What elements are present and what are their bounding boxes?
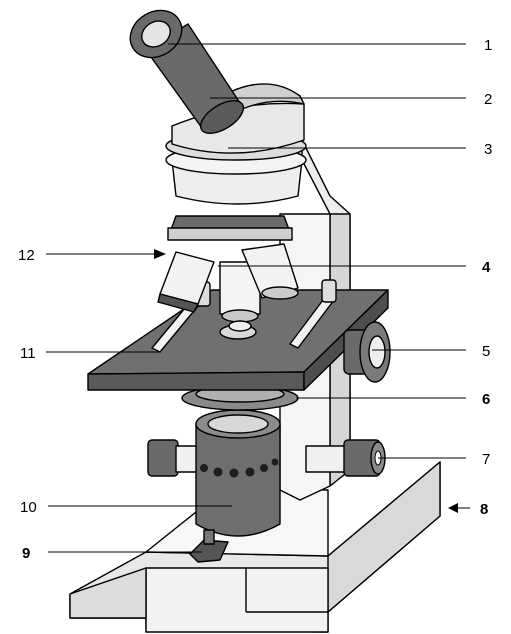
label-3: 3 xyxy=(484,141,492,158)
focus-knob-right xyxy=(305,439,386,477)
label-7: 7 xyxy=(482,451,490,468)
stage-knob xyxy=(343,321,391,383)
head xyxy=(165,83,307,205)
label-12: 12 xyxy=(18,247,35,264)
label-1: 1 xyxy=(484,37,492,54)
label-9: 9 xyxy=(22,545,30,562)
lever xyxy=(189,529,229,563)
label-8: 8 xyxy=(480,501,488,518)
base xyxy=(69,461,441,633)
label-5: 5 xyxy=(482,343,490,360)
arrow-12 xyxy=(46,249,166,259)
leader-lines xyxy=(46,43,466,553)
label-4: 4 xyxy=(482,259,491,276)
arrow-8 xyxy=(448,503,470,513)
illuminator xyxy=(195,409,281,537)
nosepiece xyxy=(167,215,293,241)
label-10: 10 xyxy=(20,499,37,516)
eyepiece xyxy=(129,9,183,59)
objective-right xyxy=(241,243,299,300)
label-6: 6 xyxy=(482,391,490,408)
label-2: 2 xyxy=(484,91,492,108)
label-11: 11 xyxy=(20,345,36,362)
objective-left xyxy=(157,251,215,313)
focus-knob-left xyxy=(147,439,201,477)
